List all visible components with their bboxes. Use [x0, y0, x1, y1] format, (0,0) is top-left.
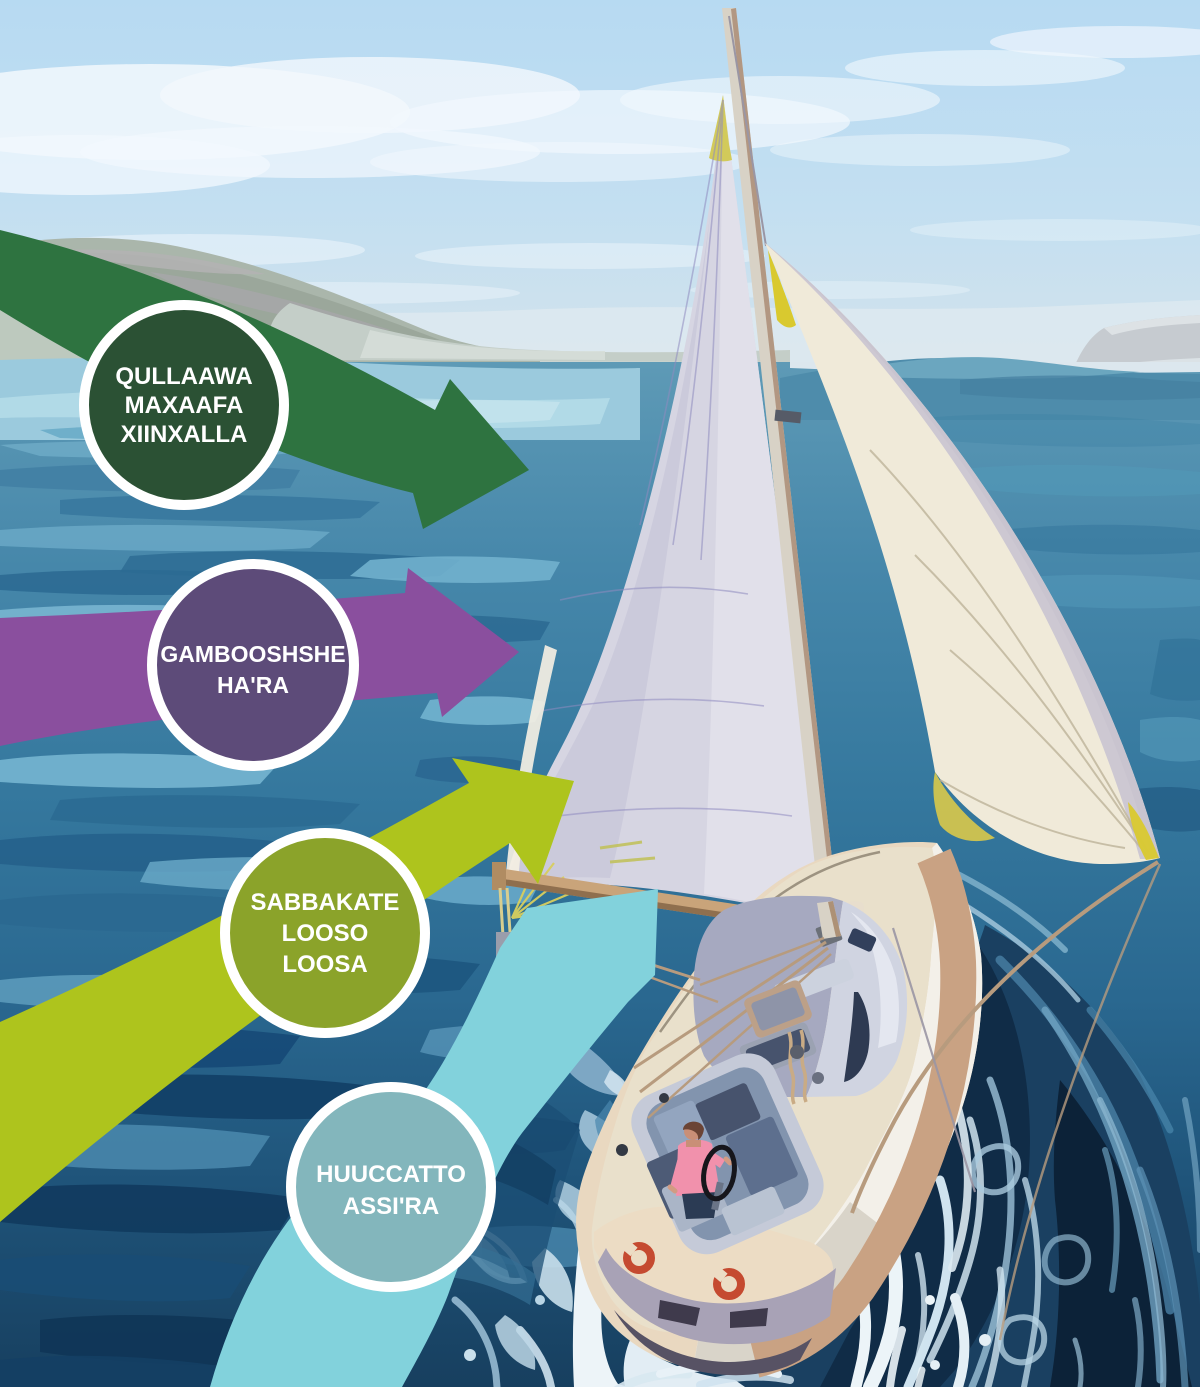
svg-text:GAMBOOSHSHE: GAMBOOSHSHE — [160, 641, 345, 667]
svg-text:XIINXALLA: XIINXALLA — [121, 421, 248, 448]
svg-text:HA'RA: HA'RA — [217, 672, 289, 698]
svg-text:QULLAAWA: QULLAAWA — [115, 363, 252, 390]
svg-text:MAXAAFA: MAXAAFA — [125, 392, 244, 419]
svg-text:SABBAKATE: SABBAKATE — [251, 889, 400, 916]
svg-text:HUUCCATTO: HUUCCATTO — [316, 1161, 466, 1188]
svg-text:LOOSO: LOOSO — [282, 920, 369, 947]
svg-text:ASSI'RA: ASSI'RA — [343, 1193, 439, 1220]
svg-text:LOOSA: LOOSA — [282, 951, 367, 978]
